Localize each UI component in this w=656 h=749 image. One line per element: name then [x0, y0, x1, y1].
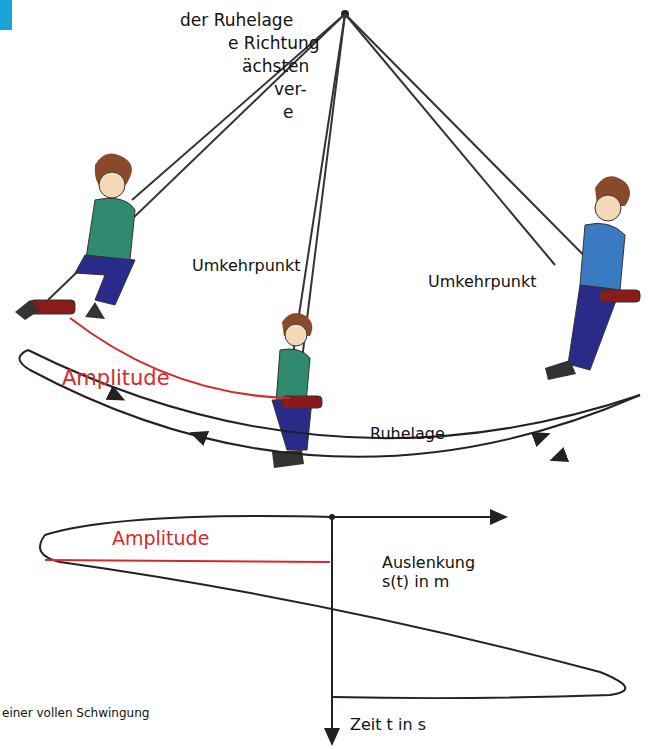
- label: Ruhelage: [370, 424, 445, 443]
- label: Auslenkung s(t) in m: [382, 553, 502, 591]
- child-right: [545, 176, 640, 380]
- label: einer vollen Schwingung: [2, 706, 149, 720]
- label: der Ruhelage: [180, 10, 293, 30]
- child-rest: [272, 313, 322, 468]
- label: Umkehrpunkt: [428, 272, 537, 291]
- label: e: [283, 102, 293, 122]
- child-left: [15, 153, 135, 320]
- corner-mark: [0, 0, 12, 30]
- label: ver-: [274, 79, 307, 99]
- label: Umkehrpunkt: [192, 256, 301, 275]
- label: Amplitude: [62, 366, 170, 391]
- label: Zeit t in s: [350, 715, 426, 734]
- label: e Richtung: [228, 33, 320, 53]
- label: Amplitude: [112, 527, 209, 550]
- label: ächsten: [242, 56, 309, 76]
